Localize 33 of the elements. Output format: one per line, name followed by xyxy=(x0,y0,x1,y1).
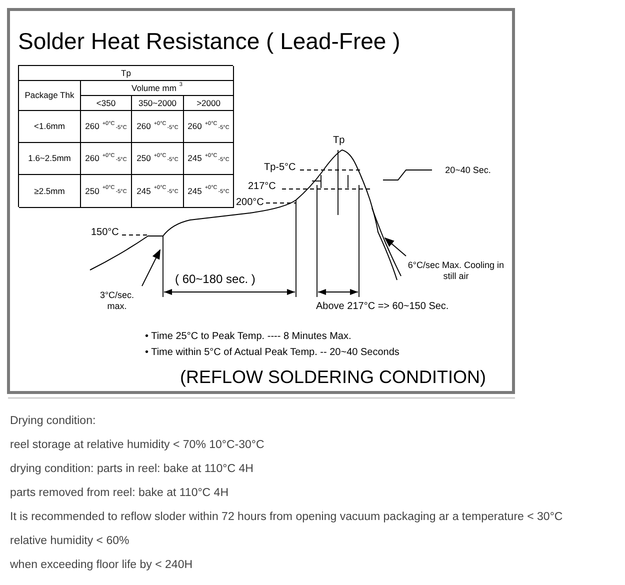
temp-label: 200°C xyxy=(236,198,264,208)
leader-arrow xyxy=(384,237,406,256)
bullet-note: • Time 25°C to Peak Temp. ---- 8 Minutes Max. xyxy=(145,332,352,342)
temp-label: Tp xyxy=(333,136,345,146)
bullet-note: • Time within 5°C of Actual Peak Temp. -- 20~40 Seconds xyxy=(145,348,400,358)
annotation-text: 6°C/sec Max. Cooling in still air xyxy=(406,256,506,286)
temp-label: 150°C xyxy=(91,228,119,238)
table-header: Volume mm$^{3}$ xyxy=(81,81,234,96)
title: Solder Heat Resistance ( Lead-Free ) xyxy=(18,30,400,53)
table-header: 350~2000 xyxy=(132,96,184,111)
dimension-label: Above 217°C => 60~150 Sec. xyxy=(316,302,449,312)
note-text: drying condition: parts in reel: bake at 110°C 4H xyxy=(10,462,254,477)
note-text: when exceeding floor life by < 240H xyxy=(10,558,194,573)
dimension-label: ( 60~180 sec. ) xyxy=(175,273,256,285)
table-header: Tp xyxy=(19,66,234,81)
note-text: Drying condition: xyxy=(10,414,97,429)
table-header: Package Thk xyxy=(19,81,81,111)
temp-label: 217°C xyxy=(248,182,276,192)
row-header: ≥2.5mm xyxy=(19,175,81,208)
annotation-text: 3°C/sec. max. xyxy=(92,286,142,316)
annotation-text: 20~40 Sec. xyxy=(432,163,504,178)
table-header: <350 xyxy=(81,96,132,111)
caption: (REFLOW SOLDERING CONDITION) xyxy=(180,368,486,386)
note-text: It is recommended to reflow sloder within 72 hours from opening vacuum packaging ar a temperature < 30°C xyxy=(10,510,563,525)
table-header: >2000 xyxy=(184,96,234,111)
note-text: relative humidity < 60% xyxy=(10,534,130,549)
row-header: <1.6mm xyxy=(19,111,81,143)
note-text: parts removed from reel: bake at 110°C 4H xyxy=(10,486,230,501)
row-header: 1.6~2.5mm xyxy=(19,143,81,175)
note-text: reel storage at relative humidity < 70% 10°C-30°C xyxy=(10,438,266,453)
leader-line xyxy=(382,170,432,180)
leader-arrow xyxy=(142,249,160,286)
temp-label: Tp-5°C xyxy=(264,163,296,173)
